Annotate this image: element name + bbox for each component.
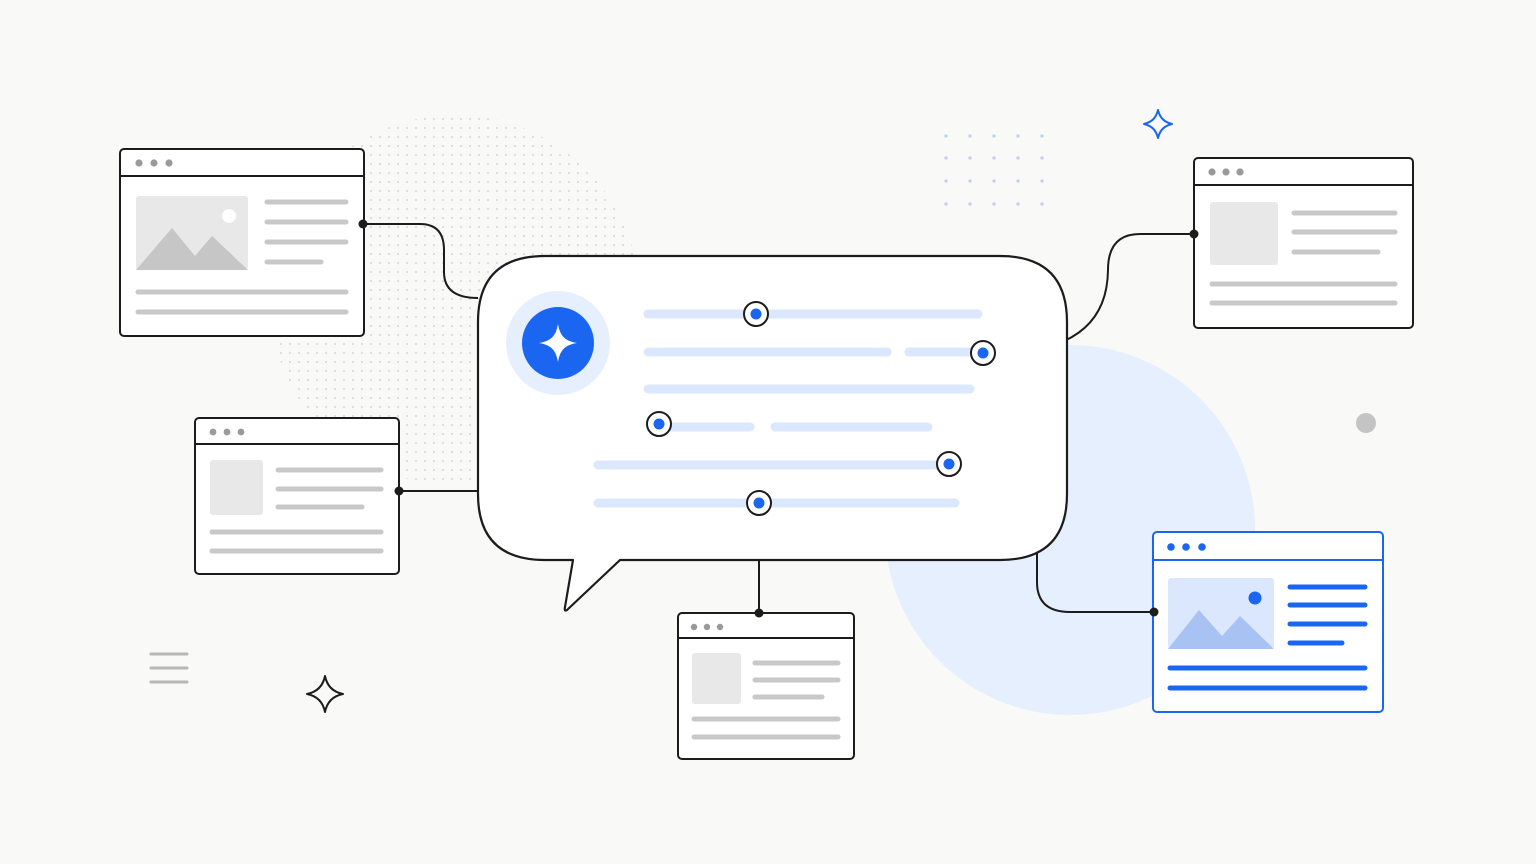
window-controls — [1167, 543, 1206, 551]
connector-node — [754, 608, 764, 618]
window-controls — [209, 428, 245, 436]
gray-dot — [1356, 413, 1376, 433]
citation-marker-4 — [936, 451, 962, 477]
dot-grid — [944, 134, 1044, 206]
sparkle-icon-outline — [306, 675, 344, 713]
sparkle-icon — [539, 324, 577, 362]
chat-bubble — [476, 254, 1069, 612]
window-controls — [690, 623, 724, 631]
thumbnail-placeholder — [1210, 202, 1278, 265]
citation-marker-5 — [746, 490, 772, 516]
sparkle-icon-blue — [1143, 109, 1173, 139]
source-window-top-left — [119, 148, 368, 337]
source-window-bottom-right-highlighted — [1149, 531, 1384, 713]
image-placeholder-icon — [1168, 578, 1274, 649]
connector-node — [1189, 229, 1199, 239]
menu-lines-icon — [149, 652, 189, 684]
citation-markers — [646, 301, 996, 516]
image-placeholder-icon — [136, 196, 248, 270]
citation-marker-3 — [646, 411, 672, 437]
citation-marker-1 — [743, 301, 769, 327]
chat-bubble-outline — [476, 254, 1069, 612]
thumbnail-placeholder — [210, 460, 263, 515]
window-controls — [135, 159, 173, 167]
source-window-top-right — [1189, 157, 1414, 329]
citation-marker-2 — [970, 340, 996, 366]
window-controls — [1208, 168, 1244, 176]
source-window-middle-left — [194, 417, 404, 575]
thumbnail-placeholder — [692, 653, 741, 704]
connector-node — [394, 486, 404, 496]
source-window-bottom-center — [677, 608, 855, 760]
connector-node — [358, 219, 368, 229]
connector-top-left — [363, 223, 479, 299]
connector-node — [1149, 607, 1159, 617]
answer-text-lines — [593, 309, 983, 508]
